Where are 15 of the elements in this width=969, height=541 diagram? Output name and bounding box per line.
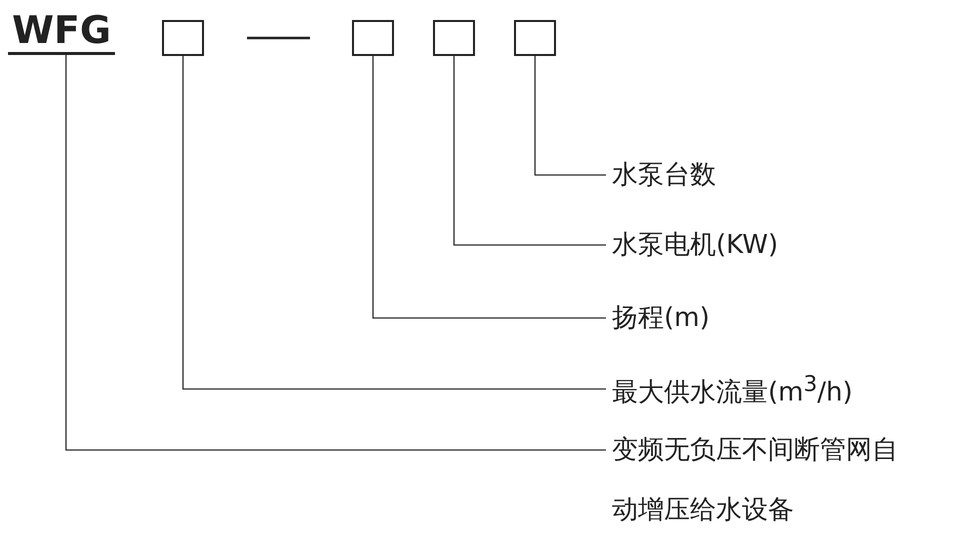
model-code: WFG bbox=[8, 8, 116, 55]
code-box bbox=[433, 20, 475, 56]
code-box bbox=[162, 20, 204, 56]
leader-line bbox=[372, 56, 606, 319]
field-label: 水泵电机(KW) bbox=[612, 225, 778, 265]
leader-line bbox=[182, 56, 606, 390]
field-label: 水泵台数 bbox=[612, 155, 716, 195]
field-label: 扬程(m) bbox=[612, 298, 710, 338]
field-label: 变频无负压不间断管网自动增压给水设备 bbox=[612, 420, 902, 540]
field-label: 最大供水流量(m$^{3}$/h) bbox=[612, 365, 853, 413]
code-box bbox=[514, 20, 556, 56]
leader-line bbox=[65, 55, 606, 451]
code-box bbox=[352, 20, 394, 56]
leader-line bbox=[453, 56, 606, 246]
leader-line bbox=[534, 56, 606, 176]
